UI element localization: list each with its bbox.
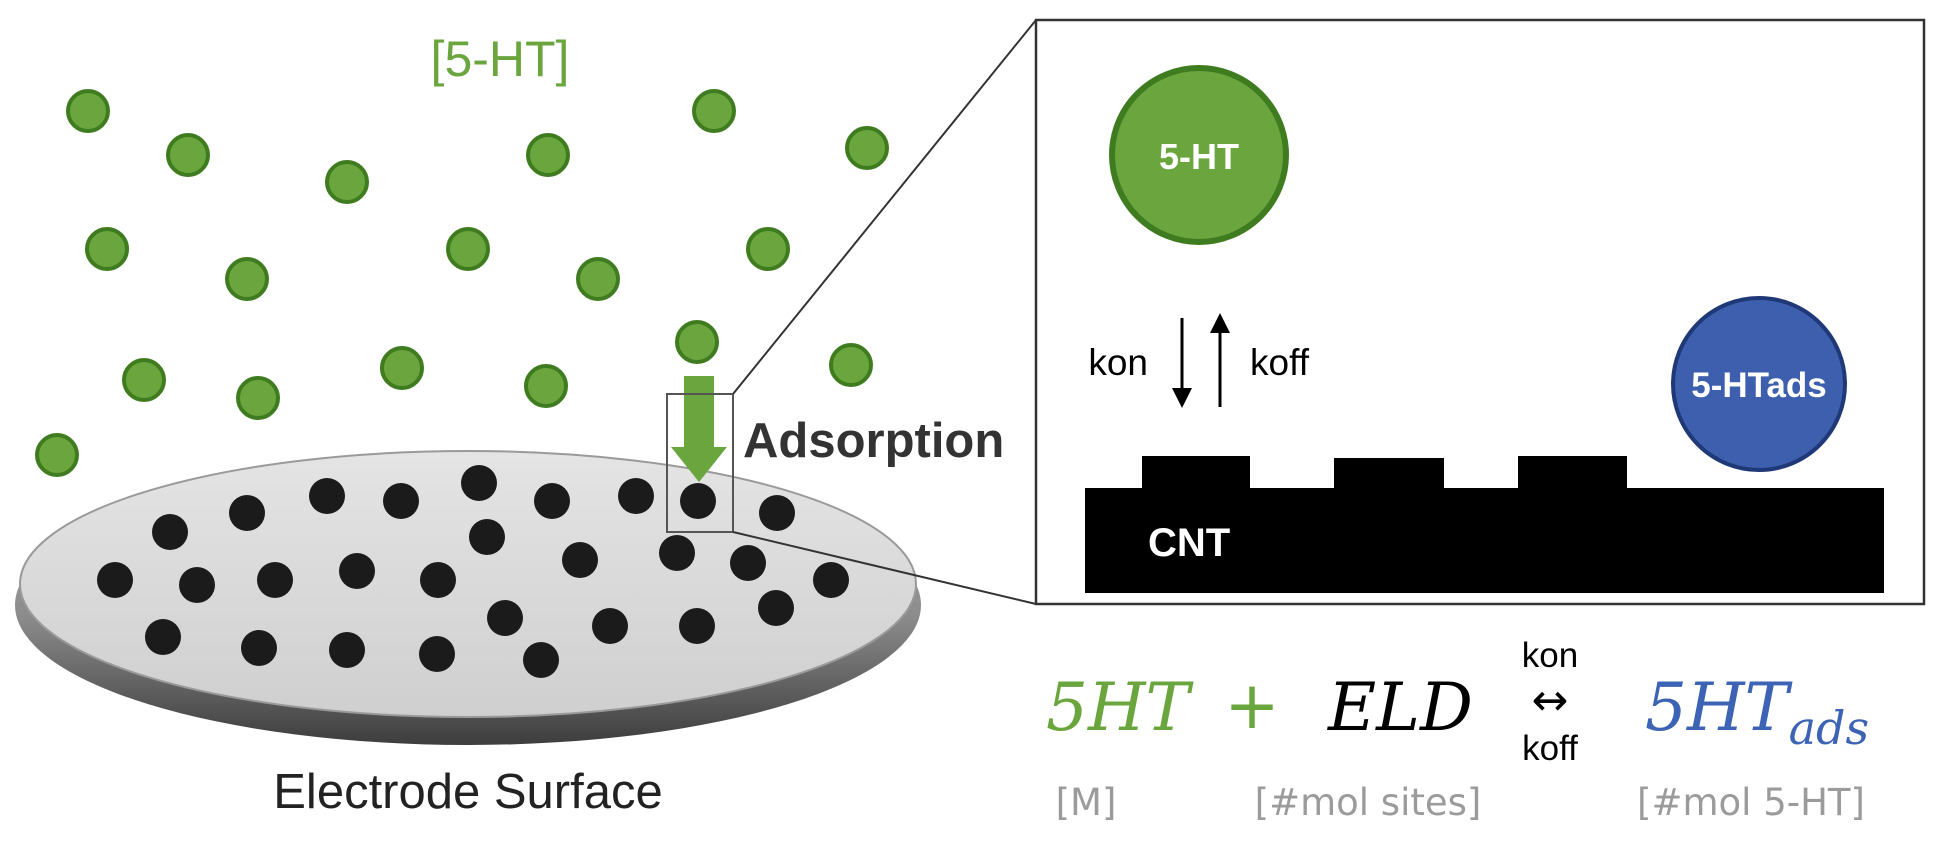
- equation-product-subscript: ads: [1789, 701, 1869, 755]
- electrode-site-dot: [309, 478, 345, 514]
- serotonin-molecule-dot: [380, 346, 424, 390]
- electrode-site-dot: [562, 542, 598, 578]
- electrode-site-dot: [419, 636, 455, 672]
- electrode-site-dot: [758, 590, 794, 626]
- electrode-site-dot: [680, 483, 716, 519]
- electrode-site-dot: [469, 519, 505, 555]
- adsorbed-serotonin-molecule: [1671, 296, 1847, 472]
- equation-koff-label: koff: [1522, 729, 1578, 768]
- zoom-connector-bottom: [732, 531, 1037, 605]
- equation-product: 5HTads: [1645, 669, 1869, 755]
- serotonin-molecule-dot: [236, 376, 280, 420]
- serotonin-molecule-dot: [675, 320, 719, 364]
- electrode-surface-label: Electrode Surface: [273, 765, 663, 819]
- equation-product-base: 5HT: [1645, 669, 1794, 746]
- equation-plus: +: [1224, 667, 1279, 744]
- concentration-label: [5-HT]: [431, 31, 570, 87]
- electrode-site-dot: [339, 553, 375, 589]
- electrode-site-dot: [257, 562, 293, 598]
- electrode-site-dot: [97, 562, 133, 598]
- serotonin-molecule-dot: [66, 89, 110, 133]
- electrode-site-dot: [329, 632, 365, 668]
- zoom-selection-box: [666, 393, 734, 533]
- electrode-site-dot: [383, 483, 419, 519]
- serotonin-molecule-dot: [526, 133, 570, 177]
- kon-arrow: [1172, 318, 1192, 408]
- adsorption-arrow: [671, 376, 727, 482]
- serotonin-molecule-dot: [225, 257, 269, 301]
- serotonin-molecule-dot: [524, 364, 568, 408]
- electrode-site-dot: [759, 495, 795, 531]
- unit-product: [#mol 5-HT]: [1637, 781, 1865, 824]
- electrode-site-dot: [420, 562, 456, 598]
- cnt-substrate: [1085, 456, 1884, 593]
- electrode-site-dot: [659, 535, 695, 571]
- electrode-site-dot: [152, 514, 188, 550]
- electrode-site-dot: [592, 608, 628, 644]
- serotonin-molecule-dot: [166, 133, 210, 177]
- electrode-site-dot: [534, 483, 570, 519]
- serotonin-molecule-dot: [35, 433, 79, 477]
- serotonin-molecule-dot: [446, 227, 490, 271]
- equation-kon-label: kon: [1522, 636, 1578, 675]
- serotonin-molecule-dot: [325, 160, 369, 204]
- serotonin-molecule-label: 5-HT: [1159, 136, 1239, 177]
- electrode-site-dot: [179, 567, 215, 603]
- equation-reactant: 5HT: [1046, 669, 1195, 746]
- electrode-site-dot: [730, 545, 766, 581]
- adsorbed-serotonin-label: 5-HTads: [1691, 366, 1827, 405]
- solution-molecules: [35, 89, 889, 477]
- serotonin-molecule-dot: [746, 227, 790, 271]
- electrode-site-dot: [241, 630, 277, 666]
- equation-equilibrium-arrow: ↔: [1532, 675, 1569, 726]
- electrode-site-dot: [618, 478, 654, 514]
- serotonin-molecule-dot: [85, 227, 129, 271]
- adsorption-label: Adsorption: [743, 414, 1004, 468]
- electrode-site-dot: [679, 608, 715, 644]
- serotonin-molecule-dot: [845, 126, 889, 170]
- electrode-site-dot: [487, 600, 523, 636]
- inset-panel: CNT 5-HT kon koff 5-HTads: [1034, 18, 1926, 606]
- koff-arrow: [1210, 313, 1230, 407]
- kon-label: kon: [1088, 342, 1148, 383]
- unit-sites: [#mol sites]: [1255, 781, 1482, 824]
- koff-label: koff: [1250, 342, 1310, 383]
- unit-reactant: [M]: [1056, 781, 1117, 824]
- electrode-site-dot: [461, 465, 497, 501]
- serotonin-molecule-dot: [576, 257, 620, 301]
- adsorption-equation: 5HT + ELD kon ↔ koff 5HTads [M] [#mol si…: [1046, 636, 1869, 824]
- electrode-sites: [97, 465, 849, 678]
- electrode-site-dot: [523, 642, 559, 678]
- serotonin-molecule: [1109, 65, 1289, 245]
- serotonin-molecule-dot: [692, 89, 736, 133]
- electrode-site-dot: [813, 562, 849, 598]
- electrode-site-dot: [145, 619, 181, 655]
- equation-sites: ELD: [1327, 669, 1473, 746]
- zoom-connector-top: [732, 19, 1037, 395]
- serotonin-molecule-dot: [122, 358, 166, 402]
- electrode-site-dot: [229, 495, 265, 531]
- cnt-label: CNT: [1148, 521, 1230, 565]
- serotonin-molecule-dot: [829, 343, 873, 387]
